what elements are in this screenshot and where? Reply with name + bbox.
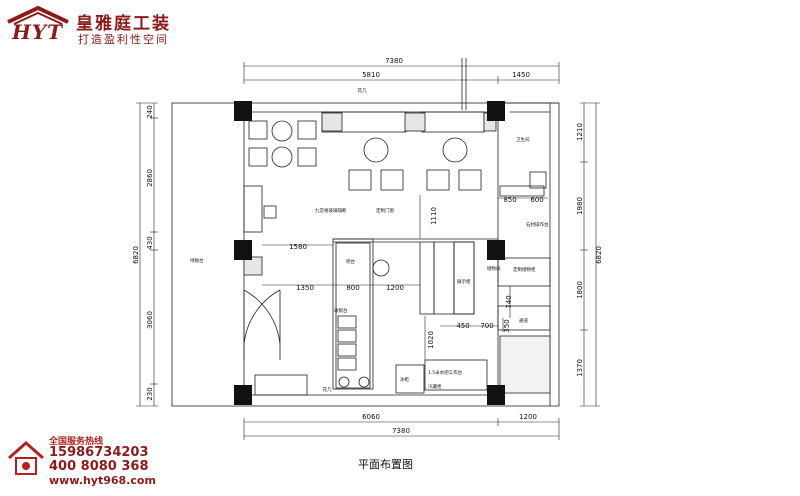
dim-700: 700 <box>480 322 493 330</box>
label-custom-cabinet: 定制储物柜 <box>513 266 536 273</box>
dim-left-seg2: 2860 <box>146 169 154 187</box>
logo-mark: HYT <box>12 20 64 44</box>
dim-top-right: 1450 <box>512 71 530 79</box>
label-cashier: 收银台 <box>334 307 348 314</box>
dim-450: 450 <box>456 322 469 330</box>
label-glass-partition: 九宫格玻璃隔断 <box>315 207 347 214</box>
label-washroom: 卫生间 <box>516 136 530 143</box>
hotline-phone-1: 15986734203 <box>49 445 149 460</box>
hotline-block: 全国服务热线 15986734203 400 8080 368 www.hyt9… <box>6 432 206 492</box>
hotline-website: www.hyt968.com <box>49 474 156 487</box>
brand-slogan: 打造盈利性空间 <box>78 33 169 46</box>
fridge <box>395 364 425 394</box>
label-display-shelf: 展示柜 <box>457 278 471 285</box>
structural-columns <box>234 101 505 405</box>
dim-1020: 1020 <box>427 331 435 349</box>
label-flower-stand-bottom: 花几 <box>323 386 332 393</box>
dim-left-seg3: 430 <box>146 236 154 249</box>
outer-wall <box>171 102 560 407</box>
dim-bottom-total: 7380 <box>392 427 410 435</box>
dim-850: 850 <box>503 196 516 204</box>
phone-house-icon <box>8 440 44 475</box>
bar-counter <box>332 238 374 390</box>
dim-left-seg4: 3060 <box>146 311 154 329</box>
plan-title: 平面布置图 <box>358 458 413 471</box>
dim-top-total: 7380 <box>385 57 403 65</box>
label-plant-stand: 绿植台 <box>190 257 204 264</box>
hotline-label: 全国服务热线 <box>49 437 104 447</box>
dim-600: 600 <box>530 196 543 204</box>
dim-bottom-left: 6060 <box>362 413 380 421</box>
hotline-phone-2: 400 8080 368 <box>49 459 149 474</box>
dim-1580: 1580 <box>289 243 307 251</box>
dim-left-seg1: 240 <box>146 105 154 118</box>
dim-top-left: 5810 <box>362 71 380 79</box>
dim-1110: 1110 <box>430 207 438 225</box>
dim-right-seg4: 1370 <box>576 359 584 377</box>
label-bar-counter: 吧台 <box>346 258 355 265</box>
house-roof-icon <box>7 6 69 25</box>
label-aisle: 通道 <box>519 317 528 324</box>
dim-right-seg2: 1980 <box>576 197 584 215</box>
label-flower-stand-top: 花几 <box>358 87 367 94</box>
label-custom-door: 定制门窗 <box>376 207 394 214</box>
dim-right-total: 6820 <box>595 246 603 264</box>
dim-800: 800 <box>346 284 359 292</box>
label-storage: 储物间 <box>487 265 501 272</box>
dim-left-total: 6820 <box>132 246 140 264</box>
dim-right-seg1: 1210 <box>576 123 584 141</box>
dim-1350: 1350 <box>296 284 314 292</box>
work-counter <box>424 359 488 391</box>
company-logo: HYT 皇雅庭工装 打造盈利性空间 <box>6 6 174 46</box>
dim-740: 740 <box>505 295 513 308</box>
dim-1200: 1200 <box>386 284 404 292</box>
label-work-counter: 1.5米水吧工作台 <box>428 369 463 376</box>
dim-right-seg3: 1800 <box>576 281 584 299</box>
label-cold-storage: 冷藏柜 <box>428 383 442 390</box>
dim-left-seg5: 230 <box>146 387 154 400</box>
dim-350: 350 <box>503 319 511 332</box>
washroom-floor <box>499 335 551 394</box>
label-fridge: 冰柜 <box>400 376 409 383</box>
brand-name: 皇雅庭工装 <box>76 14 171 34</box>
dim-bottom-right: 1200 <box>519 413 537 421</box>
label-stone-counter: 石材操作台 <box>526 221 549 228</box>
